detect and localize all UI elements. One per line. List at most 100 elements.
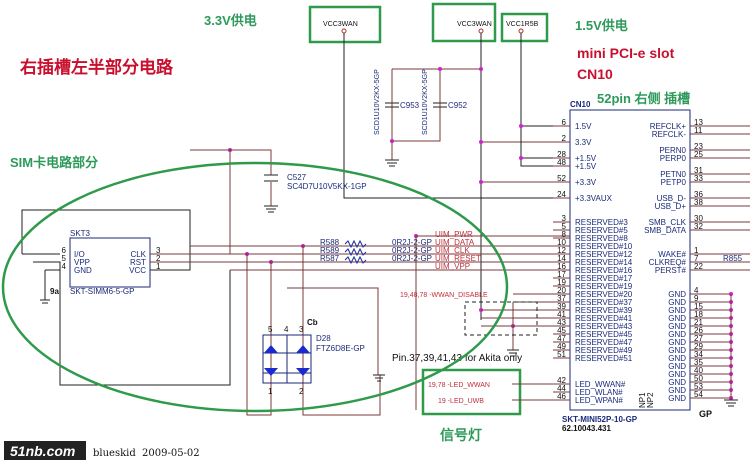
svg-text:47: 47 xyxy=(557,334,566,343)
svg-text:5: 5 xyxy=(62,254,67,263)
svg-text:8: 8 xyxy=(562,230,567,239)
cn10-left-pin: 51 RESERVED#51 xyxy=(553,350,633,363)
svg-text:UIM_RESET: UIM_RESET xyxy=(435,254,481,263)
sim-left-pin: 6 I/O xyxy=(62,246,85,259)
svg-text:NP2: NP2 xyxy=(646,392,655,408)
svg-text:LED_WLAN#: LED_WLAN# xyxy=(575,388,623,397)
led-uwb-net: 19 -LED_UWB xyxy=(438,398,484,405)
svg-text:CN10: CN10 xyxy=(570,100,591,109)
svg-text:17: 17 xyxy=(557,270,566,279)
cn10-left-pin: 5 RESERVED#5 xyxy=(553,222,628,235)
svg-text:GND: GND xyxy=(668,362,686,371)
sim-signal-wires xyxy=(246,235,570,416)
slot-label: mini PCI-e slot xyxy=(577,45,675,61)
svg-text:52: 52 xyxy=(557,174,566,183)
resistors: R588 R589 R587 0R2J-2-GP 0R2J-2-GP 0R2J-… xyxy=(320,238,432,265)
vcc1r5b-box xyxy=(500,12,549,43)
svg-text:2: 2 xyxy=(299,387,304,396)
svg-text:GND: GND xyxy=(74,266,92,275)
svg-text:0R2J-2-GP: 0R2J-2-GP xyxy=(392,246,432,255)
svg-text:RESERVED#37: RESERVED#37 xyxy=(575,298,633,307)
svg-text:5: 5 xyxy=(562,222,567,231)
svg-text:RESERVED#43: RESERVED#43 xyxy=(575,322,633,331)
svg-text:SC4D7U10V5KX-1GP: SC4D7U10V5KX-1GP xyxy=(287,182,367,191)
svg-text:18: 18 xyxy=(694,310,703,319)
svg-text:R589: R589 xyxy=(320,246,340,255)
svg-text:1.5V: 1.5V xyxy=(575,122,592,131)
svg-text:4: 4 xyxy=(694,286,699,295)
svg-text:REFCLK-: REFCLK- xyxy=(652,130,687,139)
svg-text:D28: D28 xyxy=(316,334,331,343)
svg-text:GND: GND xyxy=(668,354,686,363)
ground-icon xyxy=(507,349,519,357)
svg-text:NP1: NP1 xyxy=(638,392,647,408)
svg-text:GND: GND xyxy=(668,338,686,347)
svg-text:3.3V: 3.3V xyxy=(575,138,592,147)
svg-text:RESERVED#3: RESERVED#3 xyxy=(575,218,628,227)
site-logo xyxy=(4,441,86,460)
pin52-label: 52pin 右侧 插槽 xyxy=(597,91,690,106)
svg-text:16: 16 xyxy=(557,262,566,271)
svg-text:GND: GND xyxy=(668,322,686,331)
svg-text:38: 38 xyxy=(694,198,703,207)
svg-text:5: 5 xyxy=(268,325,273,334)
svg-text:1: 1 xyxy=(694,246,699,255)
svg-text:PETP0: PETP0 xyxy=(661,178,687,187)
svg-text:26: 26 xyxy=(694,326,703,335)
svg-text:RESERVED#51: RESERVED#51 xyxy=(575,354,633,363)
svg-text:PERST#: PERST# xyxy=(655,266,687,275)
svg-text:GND: GND xyxy=(668,394,686,403)
akita-dashed-box xyxy=(464,301,538,336)
svg-text:RESERVED#8: RESERVED#8 xyxy=(575,234,628,243)
svg-text:REFCLK+: REFCLK+ xyxy=(650,122,687,131)
svg-text:30: 30 xyxy=(694,214,703,223)
svg-text:UIM_CLK: UIM_CLK xyxy=(435,246,470,255)
svg-text:6: 6 xyxy=(62,246,67,255)
site-logo-text: 51nb.com xyxy=(10,443,75,459)
svg-text:RESERVED#19: RESERVED#19 xyxy=(575,282,633,291)
wwan-disable-net: 19,48,78 -WWAN_DISABLE xyxy=(400,292,488,299)
svg-text:I/O: I/O xyxy=(74,250,85,259)
svg-text:GND: GND xyxy=(668,298,686,307)
signal-led-label: 信号灯 xyxy=(440,427,482,443)
svg-text:2: 2 xyxy=(562,134,567,143)
vcc3wan-box-2 xyxy=(431,2,497,43)
svg-text:RESERVED#45: RESERVED#45 xyxy=(575,330,633,339)
svg-text:GND: GND xyxy=(668,290,686,299)
svg-text:11: 11 xyxy=(694,126,703,135)
svg-text:0R2J-2-GP: 0R2J-2-GP xyxy=(392,238,432,247)
svg-text:0R2J-2-GP: 0R2J-2-GP xyxy=(392,254,432,263)
junctions xyxy=(228,67,523,328)
svg-text:UIM_DATA: UIM_DATA xyxy=(435,238,475,247)
cn10-left-pin: 24+3.3VAUX xyxy=(553,190,613,203)
cn10-left-pin: 8 RESERVED#8 xyxy=(553,230,628,243)
svg-text:SMB_DATA: SMB_DATA xyxy=(644,226,687,235)
svg-text:10: 10 xyxy=(557,238,566,247)
svg-text:51: 51 xyxy=(557,350,566,359)
svg-text:PERN0: PERN0 xyxy=(659,146,686,155)
svg-text:RESERVED#12: RESERVED#12 xyxy=(575,250,633,259)
sim-section-label: SIM卡电路部分 xyxy=(10,155,98,170)
svg-text:+3.3V: +3.3V xyxy=(575,178,597,187)
svg-text:28: 28 xyxy=(557,150,566,159)
cn10-label: CN10 xyxy=(577,66,613,82)
svg-text:FTZ6D8E-GP: FTZ6D8E-GP xyxy=(316,344,365,353)
svg-text:R587: R587 xyxy=(320,254,340,263)
wire-3v3aux xyxy=(343,33,570,199)
svg-text:25: 25 xyxy=(694,150,703,159)
svg-text:Cb: Cb xyxy=(307,318,318,327)
svg-text:RESERVED#5: RESERVED#5 xyxy=(575,226,628,235)
svg-text:LED_WPAN#: LED_WPAN# xyxy=(575,396,623,405)
